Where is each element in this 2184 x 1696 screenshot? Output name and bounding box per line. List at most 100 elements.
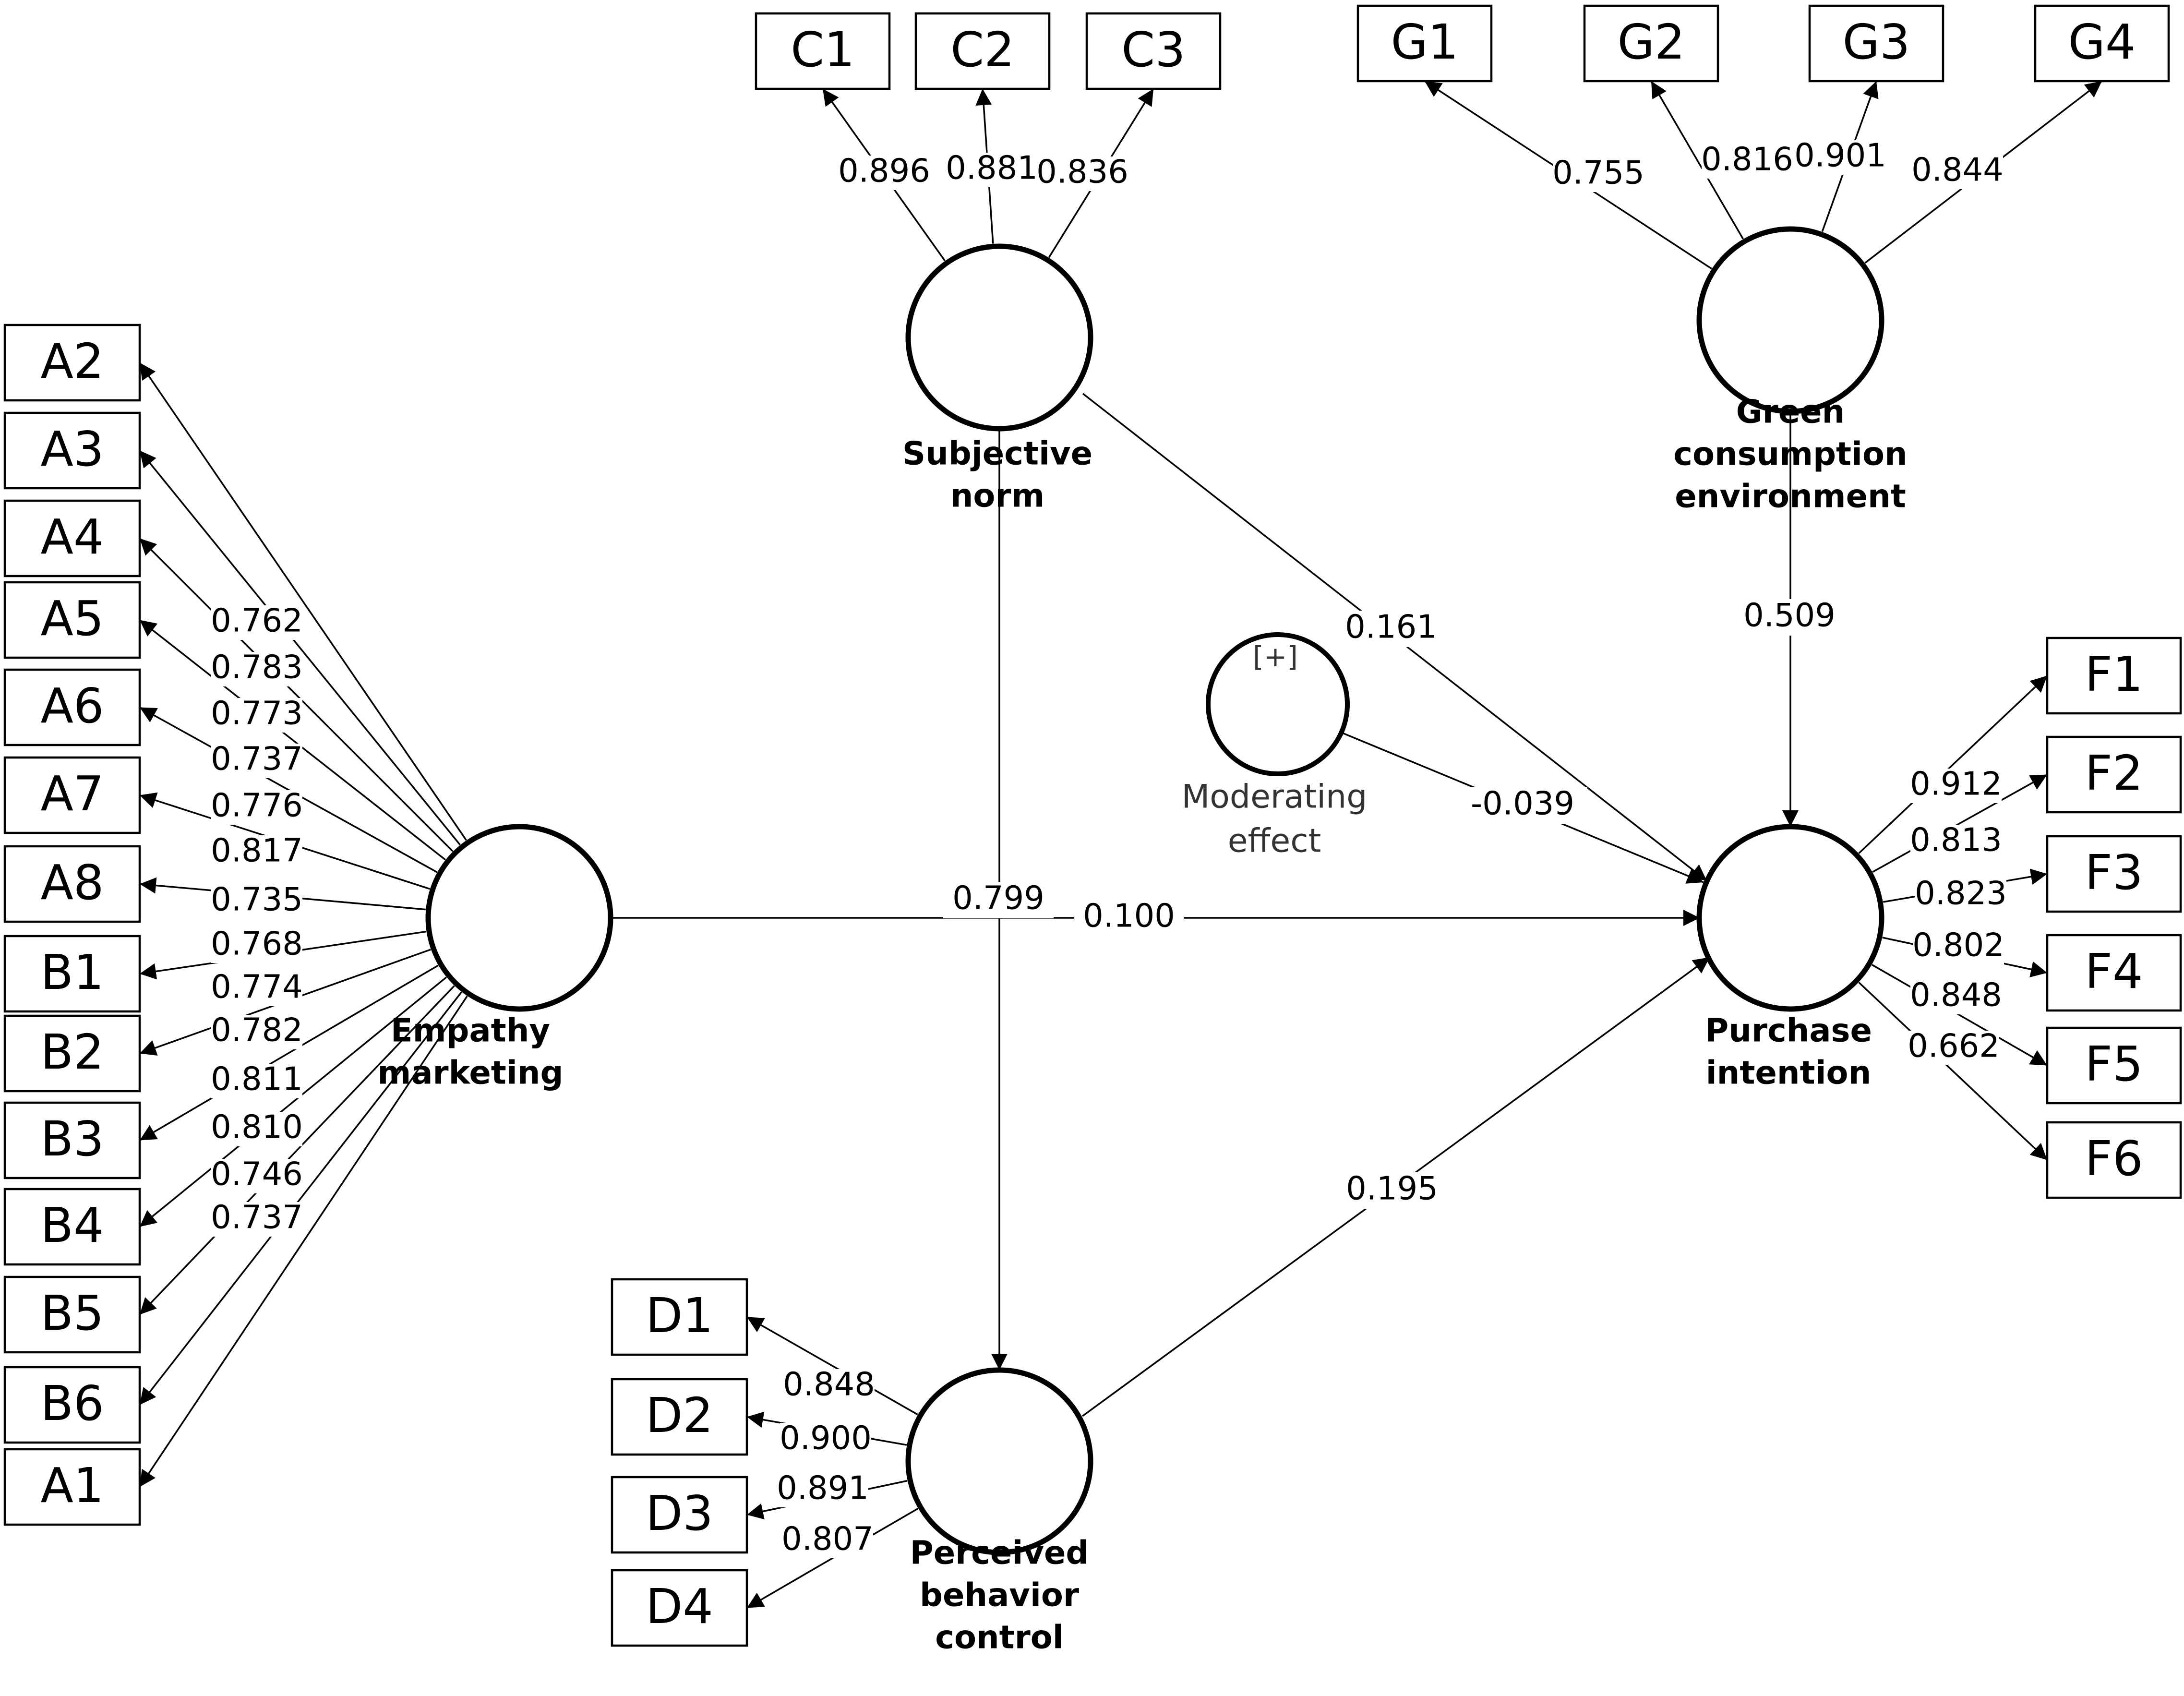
loading-arrow-f5 — [1872, 964, 2048, 1067]
loading-label-bg — [211, 972, 302, 1006]
indicator-g3: G3 — [1808, 4, 1944, 83]
indicator-box-b4 — [3, 1188, 141, 1266]
loading-label-bg — [211, 1064, 302, 1098]
loading-label-bg — [1037, 156, 1128, 191]
loading-value-f3: 0.823 — [1915, 875, 2007, 912]
indicator-label-f5: F5 — [2085, 1036, 2143, 1092]
loading-arrow-b6 — [139, 991, 462, 1406]
loading-label-bg — [783, 1369, 875, 1404]
indicator-label-a6: A6 — [40, 678, 104, 734]
loading-value-b3: 0.782 — [211, 1011, 303, 1049]
construct-label-empathy-0: Empathy — [391, 1012, 550, 1049]
indicator-label-f3: F3 — [2085, 844, 2143, 901]
indicator-label-a4: A4 — [40, 509, 104, 565]
indicator-b2: B2 — [3, 1014, 141, 1093]
loading-label-bg — [211, 605, 302, 640]
indicator-b5: B5 — [3, 1275, 141, 1354]
construct-label-pbc-0: Perceived — [910, 1534, 1089, 1572]
indicator-box-f3 — [2046, 835, 2182, 913]
construct-label-pbc-1: behavior — [920, 1576, 1079, 1614]
path-coefficient-empathy-purchase: 0.100 — [1083, 897, 1175, 935]
loading-label-bg — [1702, 144, 1793, 179]
indicator-d2: D2 — [611, 1378, 748, 1456]
indicator-g4: G4 — [2034, 4, 2170, 83]
loading-label-bg — [211, 1202, 302, 1237]
loading-value-a1: 0.737 — [211, 1199, 303, 1236]
indicator-label-c2: C2 — [950, 22, 1014, 78]
indicator-label-d4: D4 — [646, 1578, 713, 1635]
indicator-label-a7: A7 — [40, 766, 104, 822]
loading-value-a6: 0.776 — [211, 787, 303, 824]
loading-value-a8: 0.735 — [211, 881, 303, 918]
indicator-box-b6 — [3, 1366, 141, 1444]
indicator-d1: D1 — [611, 1278, 748, 1356]
indicator-a7: A7 — [3, 756, 141, 834]
indicator-box-a5 — [3, 581, 141, 659]
loading-label-bg — [1913, 930, 2004, 964]
loading-value-g4: 0.844 — [1911, 151, 2004, 189]
loading-label-bg — [946, 153, 1037, 187]
construct-label-purchase-0: Purchase — [1705, 1012, 1872, 1049]
construct-empathy-marketing: Empathy marketing — [378, 824, 613, 1092]
indicator-box-d3 — [611, 1476, 748, 1554]
loading-value-b5: 0.810 — [211, 1108, 303, 1146]
indicator-box-c1 — [755, 12, 891, 90]
loading-label-bg — [211, 1015, 302, 1049]
indicator-box-f4 — [2046, 934, 2182, 1012]
loading-label-bg — [1795, 140, 1886, 175]
construct-circle-purchase — [1696, 824, 1884, 1012]
indicator-box-g4 — [2034, 4, 2170, 83]
loading-value-f2: 0.813 — [1910, 821, 2002, 859]
loading-value-f5: 0.848 — [1910, 976, 2002, 1014]
loading-value-a5: 0.737 — [211, 740, 303, 778]
indicator-b4: B4 — [3, 1188, 141, 1266]
moderating-sign: [+] — [1253, 640, 1298, 673]
loading-arrow-d1 — [746, 1316, 918, 1416]
loading-value-c2: 0.881 — [946, 149, 1038, 187]
loading-label-bg — [1908, 1031, 1999, 1065]
path-label-bg — [1336, 611, 1446, 647]
indicator-box-f2 — [2046, 735, 2182, 814]
loading-value-f6: 0.662 — [1908, 1027, 2000, 1065]
path-label-bg — [1074, 900, 1184, 936]
indicator-label-b4: B4 — [40, 1197, 104, 1253]
loading-arrow-g2 — [1650, 81, 1744, 240]
loading-arrow-a6 — [139, 706, 438, 873]
loading-value-g3: 0.901 — [1794, 137, 1886, 174]
construct-label-empathy-1: marketing — [378, 1054, 564, 1092]
loading-label-bg — [1910, 980, 2002, 1014]
indicator-box-b2 — [3, 1014, 141, 1093]
construct-subjective-norm: Subjective norm — [902, 243, 1093, 515]
indicator-label-b5: B5 — [40, 1285, 104, 1341]
loading-label-bg — [777, 1473, 868, 1507]
indicator-g2: G2 — [1583, 4, 1719, 83]
loading-value-b6: 0.746 — [211, 1155, 303, 1193]
path-label-bg — [1458, 787, 1587, 824]
indicator-c1: C1 — [755, 12, 891, 90]
construct-label-subjective-1: norm — [950, 477, 1045, 515]
indicator-label-f2: F2 — [2085, 745, 2143, 801]
indicator-box-b5 — [3, 1275, 141, 1354]
indicator-f6: F6 — [2046, 1121, 2182, 1199]
coefficients-layer: 0.7620.7830.7730.7370.7760.8170.7350.768… — [211, 137, 2007, 1558]
indicator-label-b3: B3 — [40, 1111, 104, 1167]
loading-value-g2: 0.816 — [1701, 141, 1793, 178]
loading-label-bg — [211, 928, 302, 963]
path-label-bg — [943, 882, 1054, 918]
indicator-b6: B6 — [3, 1366, 141, 1444]
indicator-box-a3 — [3, 411, 141, 490]
indicator-label-a1: A1 — [40, 1457, 104, 1514]
indicator-label-d1: D1 — [646, 1287, 713, 1344]
loading-value-b1: 0.768 — [211, 925, 303, 962]
construct-label-green-2: environment — [1675, 478, 1906, 515]
indicator-d3: D3 — [611, 1476, 748, 1554]
construct-label-subjective-0: Subjective — [902, 435, 1092, 472]
loading-arrow-b4 — [139, 976, 447, 1227]
loading-label-bg — [1912, 155, 2003, 189]
indicator-label-c1: C1 — [791, 22, 854, 78]
indicator-box-c3 — [1085, 12, 1222, 90]
path-coefficient-pbc-purchase: 0.195 — [1346, 1170, 1438, 1207]
